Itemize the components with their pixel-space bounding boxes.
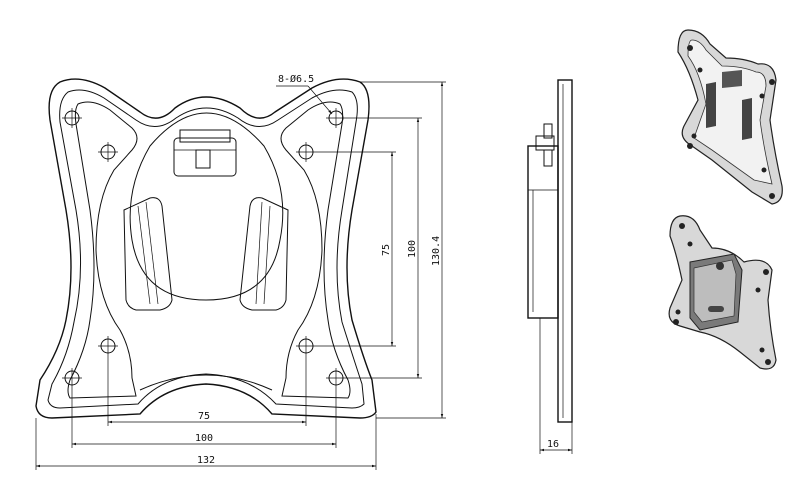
plate-outline — [35, 78, 377, 419]
hook-bracket — [173, 129, 237, 177]
render-front-3d — [677, 29, 783, 205]
dim-height-75: 75 — [381, 244, 392, 256]
dim-height-100: 100 — [407, 240, 418, 258]
hole — [296, 142, 316, 162]
central-disc — [129, 112, 284, 301]
hole — [326, 368, 346, 388]
hole-callout: 8-Ø6.5 — [276, 73, 333, 115]
side-view: 16 — [527, 79, 573, 454]
hole — [98, 142, 118, 162]
bottom-arc — [139, 374, 273, 391]
hole-callout-text: 8-Ø6.5 — [278, 73, 314, 85]
dim-width-100: 100 — [195, 433, 213, 444]
hole — [296, 336, 316, 356]
dim-vertical: 75 100 130.4 — [316, 81, 446, 419]
left-arm-flange — [67, 101, 138, 399]
left-slot — [123, 197, 173, 311]
dim-height-130-4: 130.4 — [431, 236, 442, 266]
mounting-holes — [62, 108, 346, 388]
dim-width-75: 75 — [198, 411, 210, 422]
dim-depth-16: 16 — [547, 439, 559, 450]
hole — [62, 368, 82, 388]
hole — [326, 108, 346, 128]
render-back-3d — [668, 215, 777, 370]
hole — [62, 108, 82, 128]
right-arm-flange — [280, 101, 351, 399]
right-slot — [239, 197, 289, 311]
hole — [98, 336, 118, 356]
plate-inner-outline — [47, 89, 365, 409]
dim-width-132: 132 — [197, 455, 215, 466]
dim-horizontal: 75 100 132 — [35, 356, 377, 470]
front-view: 8-Ø6.5 75 100 132 75 100 — [35, 73, 446, 470]
